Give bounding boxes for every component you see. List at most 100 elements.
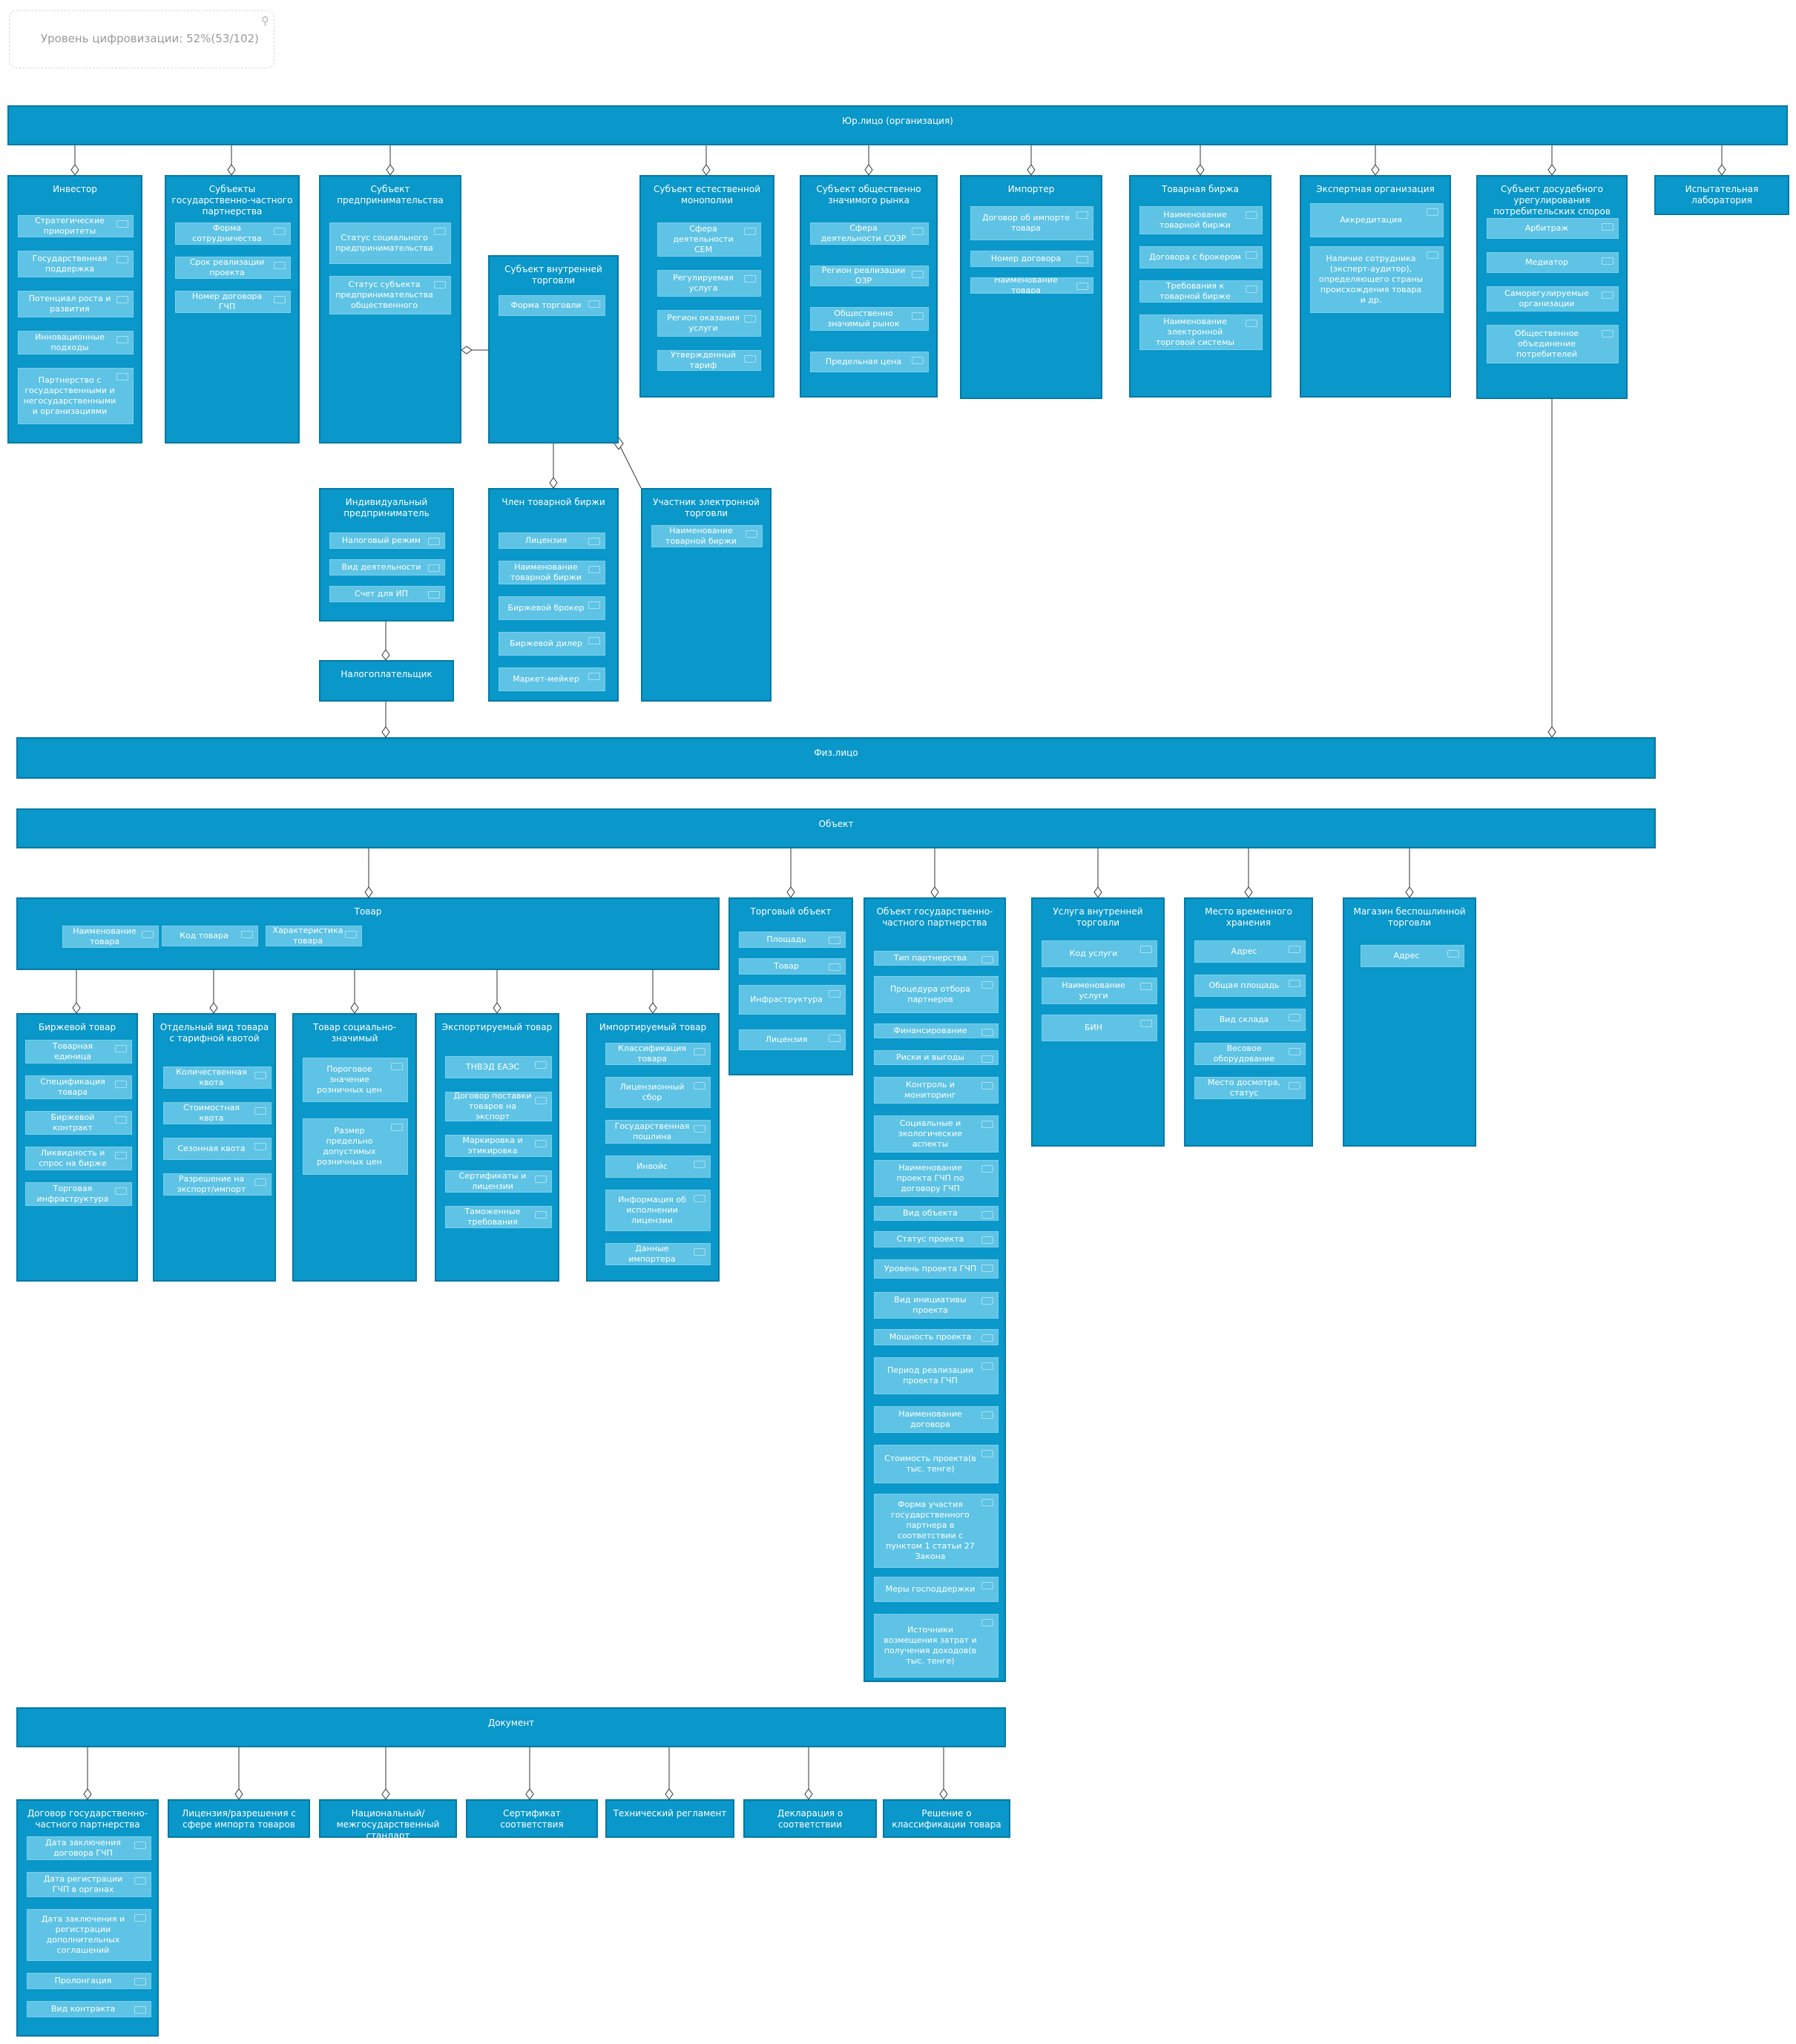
attribute-field[interactable]: Общественно значимый рынок [810,307,929,331]
attribute-field[interactable]: Стоимость проекта(в тыс. тенге) [874,1445,999,1483]
attribute-field[interactable]: Количественная квота [163,1066,272,1089]
attribute-field[interactable]: Биржевой брокер [499,596,605,620]
attribute-field[interactable]: Адрес [1194,940,1306,963]
attribute-field[interactable]: Классификация товара [605,1043,711,1065]
attribute-field[interactable]: Требования к товарной бирже [1139,280,1263,303]
attribute-field[interactable]: Маркет-мейкер [499,667,605,691]
attribute-field[interactable]: Медиатор [1487,252,1619,273]
attribute-field[interactable]: Наименование проекта ГЧП по договору ГЧП [874,1160,999,1197]
attribute-field[interactable]: Потенциал роста и развития [18,291,134,317]
attribute-field[interactable]: Статус субъекта предпринимательства обще… [329,276,451,314]
attribute-field[interactable]: Наименование электронной торговой систем… [1139,314,1263,350]
digitization-search-box[interactable]: Уровень цифровизации: 52%(53/102) ⚲ [9,10,274,68]
attribute-field[interactable]: Аккредитация [1310,203,1444,237]
attribute-field[interactable]: Наименование товара [970,277,1093,294]
attribute-field[interactable]: Код товара [162,926,258,946]
attribute-field[interactable]: Товар [739,958,846,975]
attribute-field[interactable]: Форма торговли [499,295,605,316]
attribute-field[interactable]: Договора с брокером [1139,246,1263,268]
attribute-field[interactable]: Код услуги [1042,940,1157,967]
attribute-field[interactable]: Регулируемая услуга [657,270,761,297]
attribute-field[interactable]: Номер договора ГЧП [175,291,291,313]
attribute-field[interactable]: Уровень проекта ГЧП [874,1259,999,1279]
attribute-field[interactable]: Наличие сотрудника (эксперт-аудитор), оп… [1310,246,1444,313]
attribute-field[interactable]: Спецификация товара [25,1075,132,1099]
attribute-field[interactable]: Период реализации проекта ГЧП [874,1357,999,1394]
attribute-field[interactable]: Пролонгация [27,1973,151,1989]
attribute-field[interactable]: Товарная единица [25,1040,132,1064]
entity-reglament[interactable]: Технический регламент [605,1799,734,1838]
attribute-field[interactable]: Стоимостная квота [163,1102,272,1124]
attribute-field[interactable]: Ликвидность и спрос на бирже [25,1147,132,1170]
attribute-field[interactable]: Регион реализации ОЗР [810,266,929,286]
attribute-field[interactable]: Вид деятельности [329,559,445,576]
attribute-field[interactable]: Размер предельно допустимых розничных це… [303,1118,408,1175]
attribute-field[interactable]: Таможенные требования [445,1206,552,1228]
attribute-field[interactable]: Предельная цена [810,352,929,372]
attribute-field[interactable]: Лицензия [499,533,605,549]
attribute-field[interactable]: Пороговое значение розничных цен [303,1058,408,1102]
attribute-field[interactable]: Сезонная квота [163,1138,272,1160]
search-icon[interactable]: ⚲ [261,14,269,27]
attribute-field[interactable]: Номер договора [970,251,1093,267]
attribute-field[interactable]: Тип партнерства [874,951,999,966]
entity-jur[interactable]: Юр.лицо (организация) [7,105,1788,145]
attribute-field[interactable]: Биржевой контракт [25,1111,132,1135]
attribute-field[interactable]: Место досмотра, статус [1194,1077,1306,1099]
attribute-field[interactable]: Срок реализации проекта [175,257,291,279]
attribute-field[interactable]: Финансирование [874,1023,999,1038]
attribute-field[interactable]: Форма участия государственного партнера … [874,1494,999,1568]
attribute-field[interactable]: Наименование услуги [1042,978,1157,1004]
attribute-field[interactable]: БИН [1042,1015,1157,1041]
attribute-field[interactable]: Наименование договора [874,1406,999,1433]
entity-fiz[interactable]: Физ.лицо [16,737,1656,779]
attribute-field[interactable]: Партнерство с государственными и негосуд… [18,368,134,424]
attribute-field[interactable]: Вид объекта [874,1206,999,1221]
attribute-field[interactable]: Наименование товарной биржи [651,525,763,547]
entity-dosud[interactable]: Субъект досудебного урегулирования потре… [1476,175,1628,399]
attribute-field[interactable]: Утвержденный тариф [657,350,761,371]
attribute-field[interactable]: ТНВЭД ЕАЭС [445,1056,552,1078]
attribute-field[interactable]: Стратегические приоритеты [18,215,134,237]
attribute-field[interactable]: Регион оказания услуги [657,310,761,337]
attribute-field[interactable]: Статус социального предпринимательства [329,222,451,264]
attribute-field[interactable]: Инвойс [605,1155,711,1178]
attribute-field[interactable]: Характеристика товара [266,926,362,946]
attribute-field[interactable]: Данные импортера [605,1243,711,1265]
attribute-field[interactable]: Договор об импорте товара [970,206,1093,240]
attribute-field[interactable]: Социальные и экологические аспекты [874,1115,999,1153]
attribute-field[interactable]: Процедура отбора партнеров [874,976,999,1013]
entity-doc[interactable]: Документ [16,1707,1006,1747]
attribute-field[interactable]: Вид инициативы проекта [874,1292,999,1319]
entity-lab[interactable]: Испытательная лаборатория [1654,175,1789,215]
attribute-field[interactable]: Форма сотрудничества [175,222,291,245]
attribute-field[interactable]: Счет для ИП [329,586,445,602]
attribute-field[interactable]: Вид склада [1194,1009,1306,1031]
attribute-field[interactable]: Источники возмещения затрат и получения … [874,1614,999,1678]
attribute-field[interactable]: Биржевой дилер [499,632,605,656]
attribute-field[interactable]: Сфера деятельности СЕМ [657,222,761,257]
attribute-field[interactable]: Саморегулируемые организации [1487,286,1619,311]
attribute-field[interactable]: Маркировка и этикировка [445,1135,552,1157]
attribute-field[interactable]: Дата регистрации ГЧП в органах [27,1872,151,1897]
attribute-field[interactable]: Арбитраж [1487,218,1619,239]
attribute-field[interactable]: Государственная пошлина [605,1120,711,1144]
attribute-field[interactable]: Лицензионный сбор [605,1077,711,1108]
attribute-field[interactable]: Контроль и мониторинг [874,1077,999,1104]
attribute-field[interactable]: Торговая инфраструктура [25,1182,132,1206]
